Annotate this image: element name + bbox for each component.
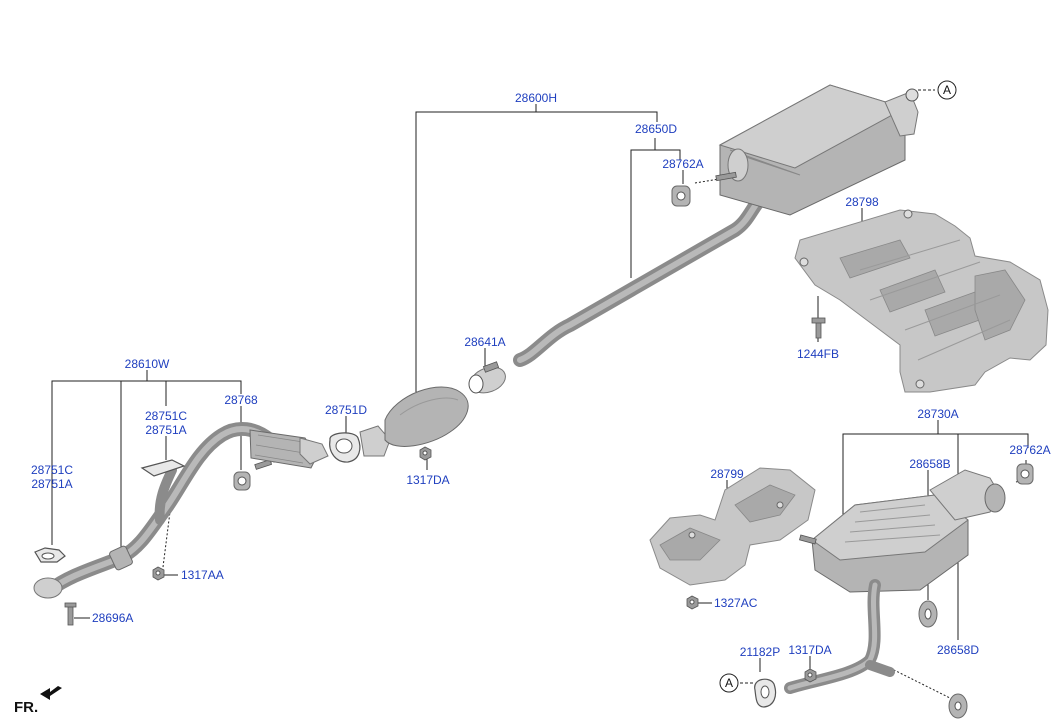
label-28768[interactable]: 28768 (224, 393, 258, 407)
bolt-28696A (64, 602, 77, 626)
fr-text: FR. (14, 699, 38, 716)
hanger-28658D[interactable] (948, 693, 968, 719)
nut-1317AA (152, 566, 165, 581)
label-28730A[interactable]: 28730A (917, 407, 958, 421)
hanger-28762A-top[interactable] (671, 185, 691, 207)
flex-pipe[interactable] (249, 429, 329, 469)
label-28600H[interactable]: 28600H (515, 91, 557, 105)
label-28799[interactable]: 28799 (710, 467, 744, 481)
label-1317DA-mid[interactable]: 1317DA (406, 473, 449, 487)
leader-lines (51, 89, 1031, 703)
gasket-21182P[interactable] (754, 678, 777, 708)
catalytic-converter[interactable] (359, 386, 469, 457)
label-28658D[interactable]: 28658D (937, 643, 979, 657)
label-28641A[interactable]: 28641A (464, 335, 505, 349)
label-1244FB[interactable]: 1244FB (797, 347, 839, 361)
nut-1317DA-bottom (804, 668, 817, 683)
direction-arrow-icon (40, 686, 62, 700)
hanger-28762A-right[interactable] (1016, 463, 1034, 485)
rear-pipe[interactable] (784, 579, 895, 694)
label-28751C-left[interactable]: 28751C (31, 463, 73, 477)
nut-1327AC (686, 595, 699, 610)
clamp-28641A[interactable] (467, 361, 509, 398)
label-28751A-left[interactable]: 28751A (31, 477, 72, 491)
label-28751D[interactable]: 28751D (325, 403, 367, 417)
hanger-28768[interactable] (233, 459, 273, 491)
label-1327AC[interactable]: 1327AC (714, 596, 758, 610)
label-28610W[interactable]: 28610W (125, 357, 170, 371)
callout-a-top[interactable]: A (937, 80, 957, 100)
label-28751A-mid[interactable]: 28751A (145, 423, 186, 437)
heat-shield-28799[interactable] (649, 467, 816, 586)
label-28762A-right[interactable]: 28762A (1009, 443, 1050, 457)
callout-a-bottom-text: A (725, 676, 733, 690)
callout-a-top-text: A (943, 83, 951, 97)
nut-1317DA-mid (419, 446, 432, 461)
label-28751C-mid[interactable]: 28751C (145, 409, 187, 423)
front-direction-indicator: FR. (14, 686, 62, 716)
label-28658B[interactable]: 28658B (909, 457, 950, 471)
center-pipe[interactable] (513, 188, 772, 367)
bolt-1244FB (811, 317, 826, 339)
label-21182P[interactable]: 21182P (740, 645, 780, 659)
center-muffler-28650D[interactable] (718, 84, 919, 216)
gasket-28751D[interactable] (329, 432, 361, 463)
hanger-28658B[interactable] (918, 600, 938, 628)
label-28762A-top[interactable]: 28762A (662, 157, 703, 171)
hanger-bracket-top (715, 171, 737, 182)
label-28650D[interactable]: 28650D (635, 122, 677, 136)
part-labels: 28600H 28650D 28762A 28798 1244FB 28641A… (31, 91, 1051, 659)
rear-muffler-28730A[interactable] (799, 469, 1006, 593)
label-28696A[interactable]: 28696A (92, 611, 133, 625)
label-28798[interactable]: 28798 (845, 195, 879, 209)
label-1317DA-bottom[interactable]: 1317DA (788, 643, 831, 657)
label-1317AA[interactable]: 1317AA (181, 568, 224, 582)
heat-shield-28798[interactable] (794, 209, 1049, 393)
callout-a-bottom[interactable]: A (719, 673, 739, 693)
front-pipe-assembly[interactable] (33, 422, 277, 599)
